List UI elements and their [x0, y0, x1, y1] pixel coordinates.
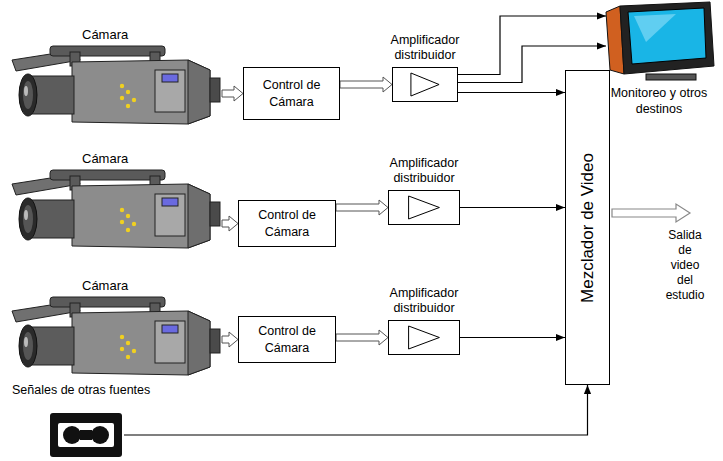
node-label: Control de Cámara [247, 207, 327, 240]
monitor-screen [628, 8, 706, 64]
node-label: Monitoreo y otros destinos [609, 86, 709, 117]
camera-area [10, 168, 222, 250]
signal-line [460, 337, 565, 338]
signal-line [124, 385, 588, 435]
cassette-reel [91, 426, 109, 444]
signal-line [458, 16, 606, 75]
node-label: Cámara [10, 277, 222, 295]
node-label: Cámara [10, 26, 222, 44]
connector [124, 385, 588, 435]
output-label: Salida de video del estudio [663, 228, 707, 303]
camera-node: Cámara [10, 150, 222, 250]
connector [460, 207, 565, 208]
connector [222, 86, 243, 101]
signal-line [458, 92, 565, 93]
connector [458, 16, 606, 75]
cassette-tape [80, 430, 92, 440]
amplifier-node: Amplificador distribuidor [370, 33, 480, 102]
amplifier-box [392, 67, 458, 102]
block-arrow [222, 86, 243, 101]
amplifier-triangle [409, 326, 440, 349]
amplifier-box [388, 320, 460, 355]
node-label: Control de Cámara [247, 323, 327, 356]
node-label: Señales de otras fuentes [12, 383, 194, 397]
node-label: Amplificador distribuidor [369, 286, 479, 316]
block-arrow [340, 77, 392, 92]
camera-illustration [12, 170, 220, 248]
camera-node: Cámara [10, 277, 222, 377]
block-arrow [336, 200, 388, 215]
camera-area [10, 295, 222, 377]
camera-node: Cámara [10, 26, 222, 126]
monitor-illustration [606, 2, 714, 80]
amplifier-box [388, 190, 460, 225]
amplifier-symbol [393, 68, 457, 101]
block-arrow [222, 332, 238, 347]
mixer-box: Mezclador de Video [565, 70, 610, 385]
output-arrow [612, 204, 690, 222]
connector [336, 330, 388, 345]
amplifier-node: Amplificador distribuidor [369, 156, 479, 225]
connector [458, 92, 565, 93]
camera-area [10, 44, 222, 126]
cassette-illustration [50, 413, 122, 457]
node-label: Amplificador distribuidor [370, 33, 480, 63]
node-label: Cámara [10, 150, 222, 168]
node-label: Mezclador de Video [578, 153, 598, 303]
cassette-window [58, 423, 114, 447]
connector [222, 216, 238, 231]
connector [460, 337, 565, 338]
amplifier-symbol [389, 191, 459, 224]
connector [340, 77, 392, 92]
block-arrow [336, 330, 388, 345]
amplifier-symbol [389, 321, 459, 354]
amplifier-triangle [411, 73, 439, 96]
amplifier-node: Amplificador distribuidor [369, 286, 479, 355]
connector [336, 200, 388, 215]
node-label: Control de Cámara [252, 77, 332, 110]
connector [222, 332, 238, 347]
cassette-area [50, 413, 122, 457]
cassette-body [50, 413, 122, 457]
monitor-glare [634, 14, 676, 42]
monitor-stand [646, 74, 696, 80]
camera-illustration [12, 297, 220, 375]
block-arrow [222, 216, 238, 231]
amplifier-triangle [409, 196, 440, 219]
monitor-area [606, 2, 716, 82]
camera-illustration [12, 46, 220, 124]
monitor-frame [620, 2, 714, 74]
source-node: Señales de otras fuentes [12, 383, 194, 459]
monitor-node: Monitoreo y otros destinos [600, 2, 718, 117]
cassette-reel [63, 426, 81, 444]
control-box: Control de Cámara [238, 200, 336, 247]
control-box: Control de Cámara [243, 67, 340, 120]
signal-line [460, 207, 565, 208]
control-box: Control de Cámara [238, 316, 336, 363]
node-label: Amplificador distribuidor [369, 156, 479, 186]
